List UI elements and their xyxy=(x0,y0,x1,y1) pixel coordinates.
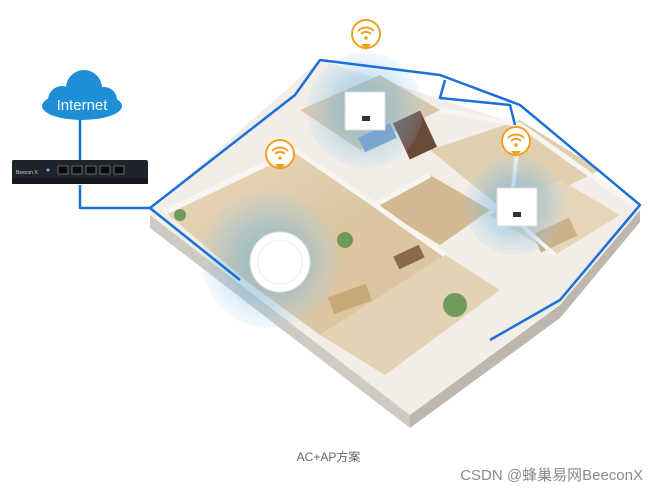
wifi-icon xyxy=(351,19,381,50)
wifi-icon xyxy=(265,139,295,170)
wifi-icon xyxy=(501,126,531,157)
router-icon xyxy=(12,160,148,184)
watermark: CSDN @蜂巢易网BeeconX xyxy=(460,467,643,484)
network-lines xyxy=(78,58,642,342)
wall-ap-icon xyxy=(496,187,538,227)
wall-ap-icon xyxy=(344,91,386,131)
diagram-caption: AC+AP方案 xyxy=(296,450,361,464)
internet-label: Internet xyxy=(57,97,109,114)
cloud-icon xyxy=(42,70,122,120)
ceiling-ap-icon xyxy=(249,231,311,293)
router-brand: Beecon X xyxy=(16,170,38,176)
ceiling-ap-left xyxy=(249,231,311,293)
router: Beecon X xyxy=(12,160,148,184)
wall-ap-top xyxy=(344,91,386,131)
internet-cloud: Internet xyxy=(42,70,122,120)
wall-ap-right xyxy=(496,187,538,227)
